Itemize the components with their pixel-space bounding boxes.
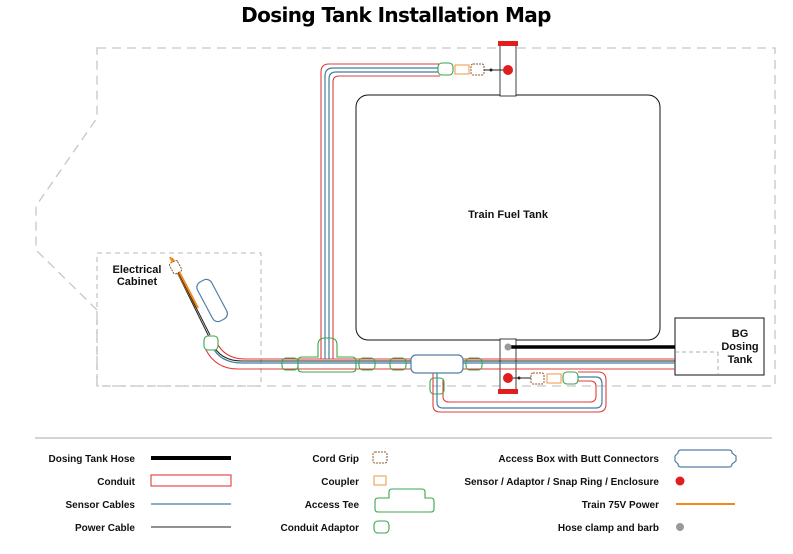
top-conduit-adaptor (437, 62, 454, 76)
legend-cord-grip-label: Cord Grip (312, 454, 359, 465)
legend-power-cable-label: Power Cable (75, 523, 135, 534)
legend-sensor-cables-label: Sensor Cables (66, 500, 136, 511)
sensor-cable-top-a (324, 67, 440, 359)
top-cord-grip (470, 63, 485, 76)
main-access-box (410, 354, 464, 374)
bg-dosing-tank (674, 317, 765, 376)
conduit-adaptor-2 (358, 357, 376, 371)
cabinet-label-line1: Electrical (113, 264, 162, 276)
legend-sensor-adaptor-swatch (675, 476, 685, 486)
conduit-top-inner (332, 75, 440, 359)
page-title: Dosing Tank Installation Map (241, 3, 551, 27)
legend-hose-clamp-swatch (676, 523, 684, 531)
legend-conduit-label: Conduit (97, 477, 135, 488)
legend-access-box-swatch (674, 449, 737, 468)
bottom-cord-grip (530, 372, 545, 385)
conduit-loop-inner (442, 380, 597, 403)
access-tee-loop (429, 377, 445, 395)
tank-label: Train Fuel Tank (468, 209, 549, 221)
legend-train-power-label: Train 75V Power (582, 500, 659, 511)
conduit-adaptor-1 (281, 357, 299, 371)
legend-coupler-swatch (373, 475, 387, 486)
cabinet-access-box (196, 278, 229, 323)
legend-hose-clamp-label: Hose clamp and barb (558, 523, 659, 534)
legend-cord-grip-swatch (372, 451, 388, 464)
hose-clamp-marker (504, 343, 512, 351)
cabinet-cord-grip (168, 260, 183, 275)
bg-label-line2: Dosing (721, 341, 758, 353)
cabinet-conduit-adaptor (203, 335, 219, 351)
sensor-cable-top-b (328, 71, 440, 359)
conduit-adaptor-3 (389, 357, 407, 371)
bottom-coupler (546, 373, 562, 384)
bg-label-line1: BG (732, 328, 749, 340)
legend: Dosing Tank Hose Conduit Sensor Cables P… (49, 449, 737, 534)
legend-dosing-hose-label: Dosing Tank Hose (49, 454, 136, 465)
legend-conduit-swatch (150, 474, 232, 487)
bg-label-line3: Tank (728, 354, 754, 366)
cabinet-label-line2: Cabinet (117, 276, 158, 288)
conduit-main-lower (205, 349, 675, 370)
legend-sensor-adaptor-label: Sensor / Adaptor / Snap Ring / Enclosure (464, 477, 659, 488)
top-coupler (454, 64, 470, 75)
legend-conduit-adaptor-label: Conduit Adaptor (280, 523, 359, 534)
railcar-outline (35, 47, 776, 387)
access-tee-main (297, 337, 357, 373)
legend-access-box-label: Access Box with Butt Connectors (498, 454, 659, 465)
conduit-loop-outer (432, 369, 607, 413)
legend-access-tee-swatch (374, 488, 435, 513)
bottom-conduit-adaptor (562, 371, 579, 385)
conduit-adaptor-4 (465, 357, 483, 371)
top-sensor (503, 65, 513, 75)
electrical-cabinet-outline (96, 252, 262, 387)
conduit-top-outer (320, 63, 440, 359)
legend-access-tee-label: Access Tee (305, 500, 360, 511)
sensor-cable-loop (436, 372, 603, 409)
legend-coupler-label: Coupler (321, 477, 359, 488)
bottom-sensor (503, 373, 513, 383)
legend-conduit-adaptor-swatch (373, 520, 390, 534)
